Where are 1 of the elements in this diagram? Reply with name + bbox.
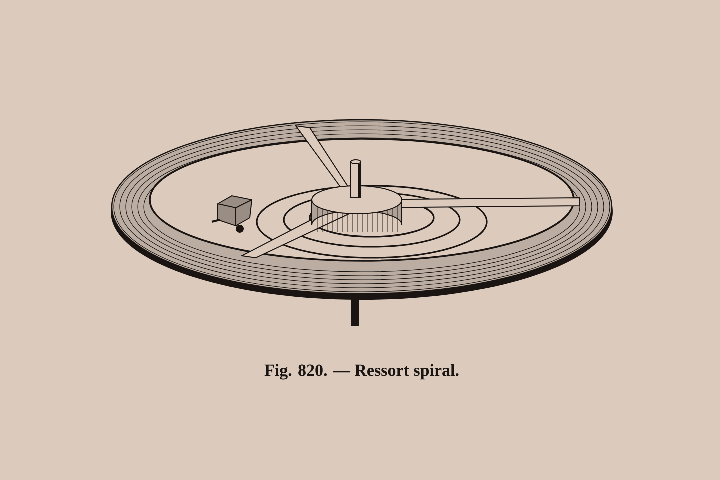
figure-caption: Fig. 820. — Ressort spiral. [264,364,459,380]
